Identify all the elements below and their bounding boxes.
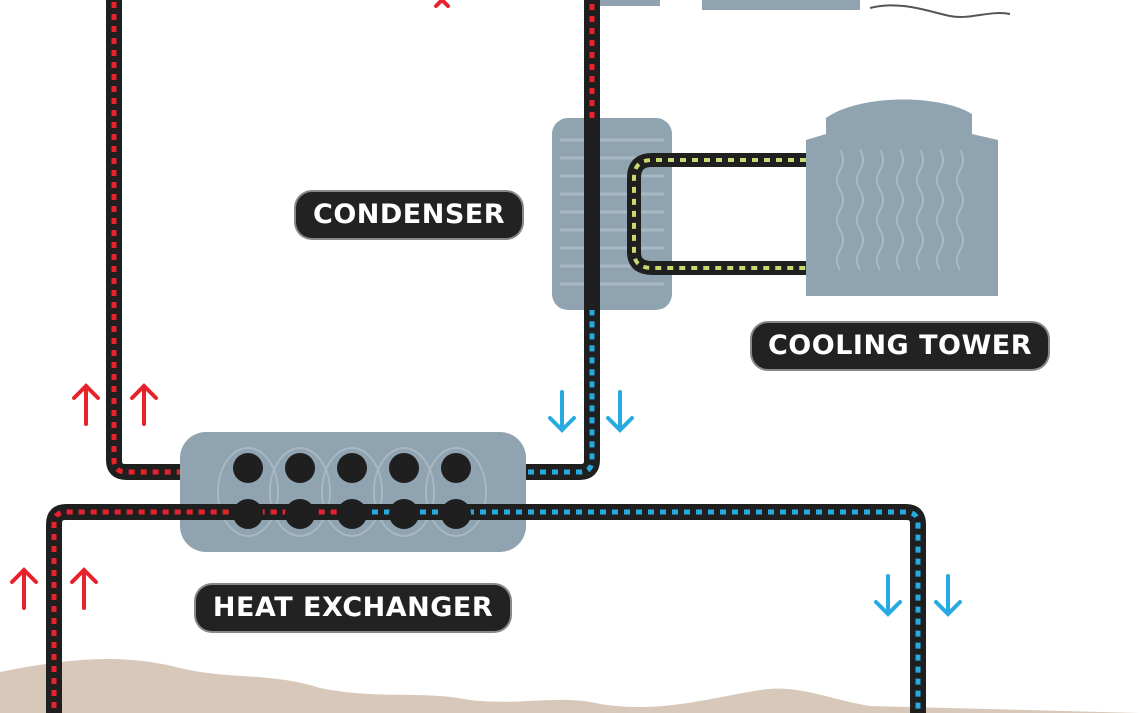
ground	[0, 659, 1140, 713]
heat-exchanger-label: HEAT EXCHANGER	[196, 585, 510, 631]
lower-loop-pipe	[46, 504, 926, 713]
arrow-up-icon	[10, 0, 450, 610]
cooling-tower-loop	[627, 153, 806, 275]
top-equipment	[600, 0, 1011, 18]
arrow-down-icon	[548, 390, 962, 617]
condenser-unit	[552, 118, 672, 310]
cooling-tower	[806, 99, 998, 296]
heat-exchanger-unit	[180, 432, 526, 552]
heat-exchanger-nodes	[233, 453, 471, 529]
cooling-tower-label: COOLING TOWER	[752, 323, 1048, 369]
condenser-label: CONDENSER	[296, 192, 522, 238]
